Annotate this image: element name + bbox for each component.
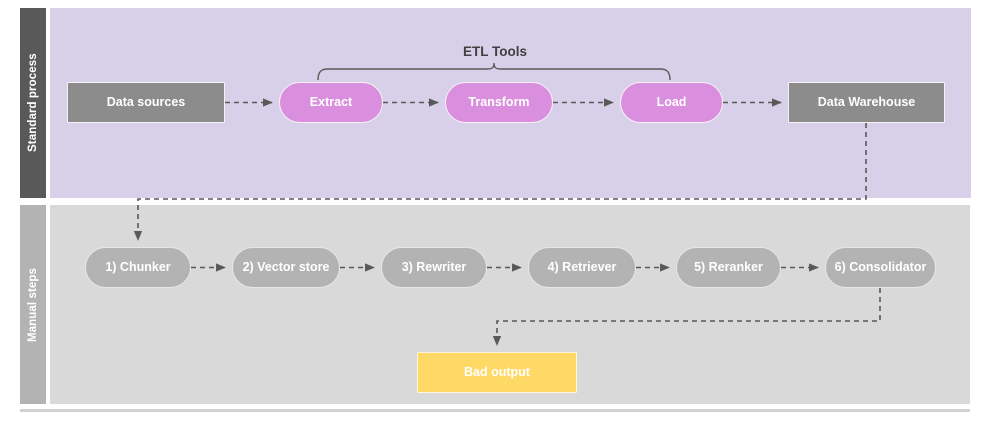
node-transform[interactable]: Transform [445,82,553,123]
node-consolidator[interactable]: 6) Consolidator [825,247,936,288]
lane-manual-steps-label: Manual steps [20,205,46,404]
etl-tools-label: ETL Tools [463,44,527,59]
node-chunker[interactable]: 1) Chunker [85,247,191,288]
node-load[interactable]: Load [620,82,723,123]
node-vector-store[interactable]: 2) Vector store [232,247,340,288]
node-retriever[interactable]: 4) Retriever [528,247,636,288]
bottom-divider [20,409,970,412]
node-rewriter[interactable]: 3) Rewriter [381,247,487,288]
node-data-sources[interactable]: Data sources [67,82,225,123]
node-extract[interactable]: Extract [279,82,383,123]
node-reranker[interactable]: 5) Reranker [676,247,781,288]
node-data-warehouse[interactable]: Data Warehouse [788,82,945,123]
node-bad-output[interactable]: Bad output [417,352,577,393]
lane-standard-process-label: Standard process [20,8,46,198]
